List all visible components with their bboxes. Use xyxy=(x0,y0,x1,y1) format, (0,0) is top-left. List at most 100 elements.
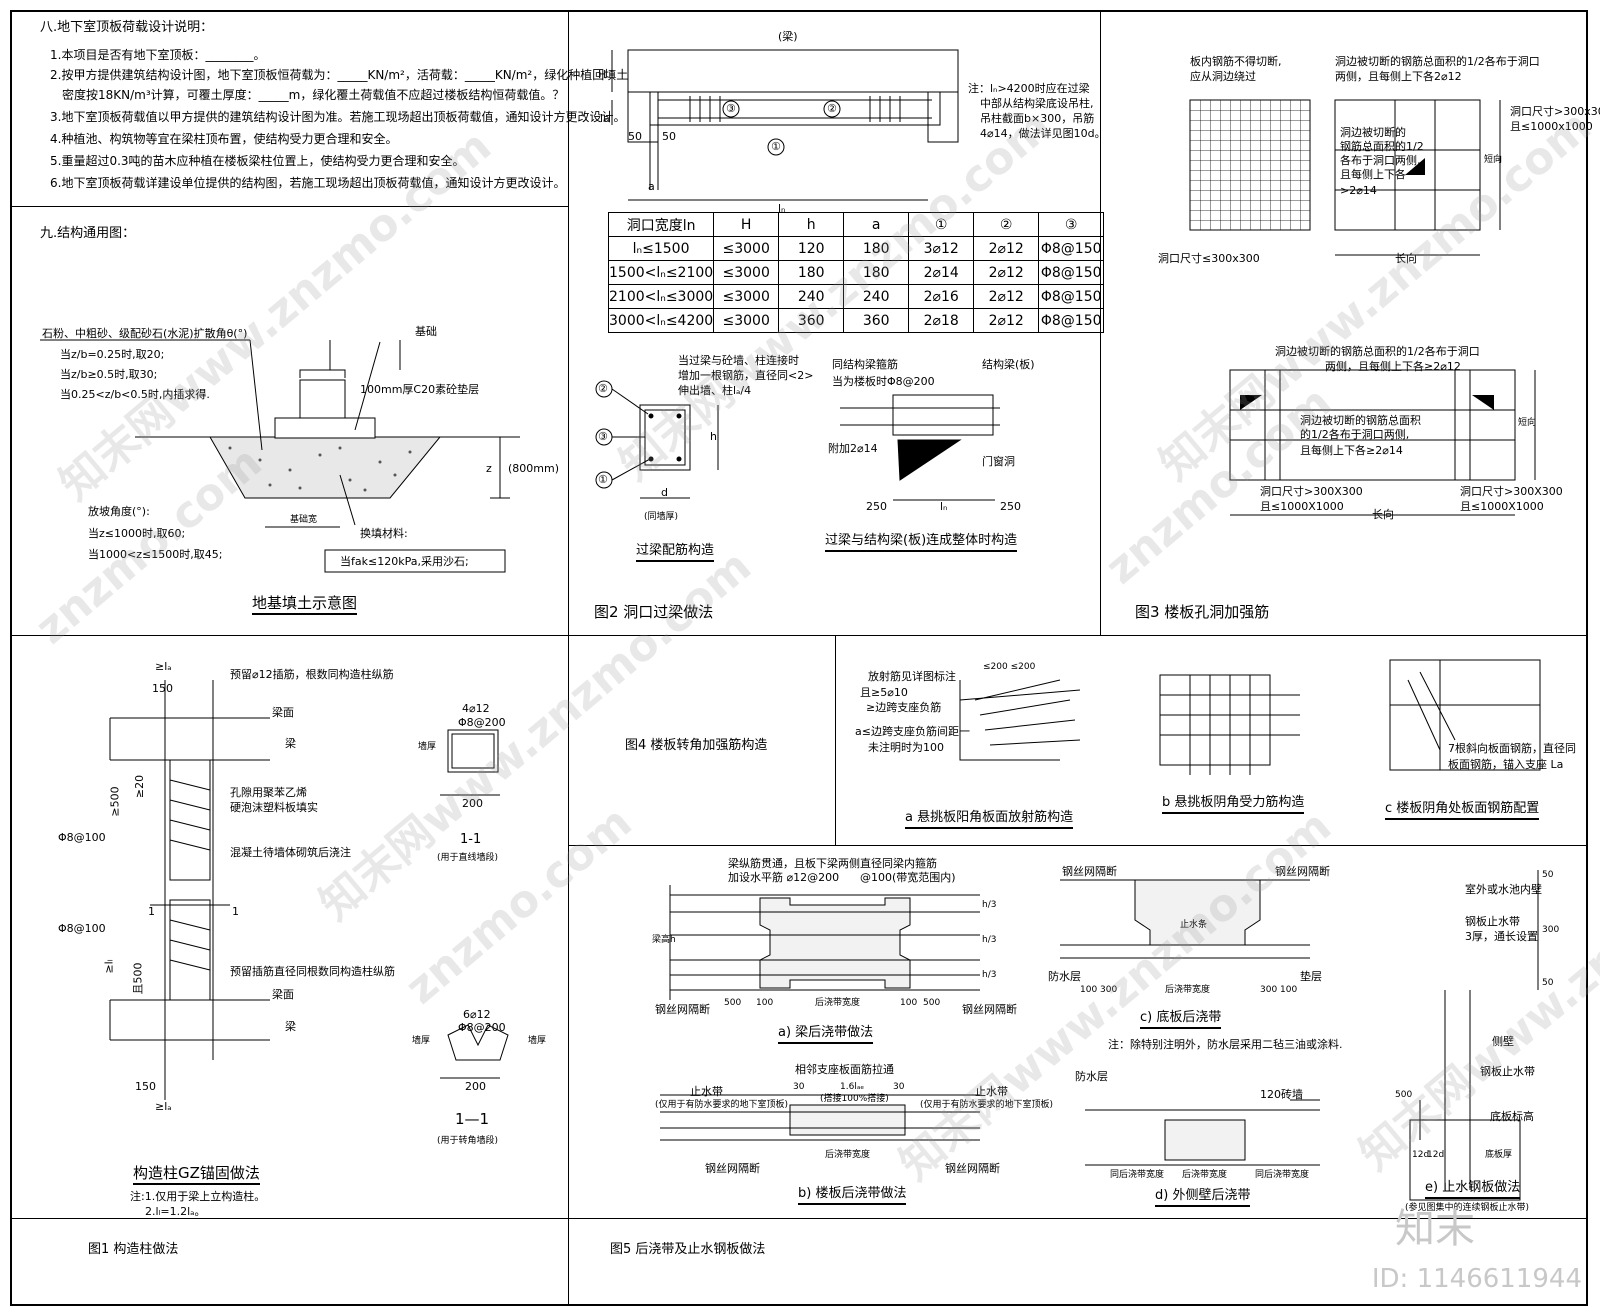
fig2-title: 图2 洞口过梁做法 xyxy=(594,603,714,621)
drawing-frame xyxy=(10,10,1588,1306)
lintel-note-3: 吊柱截面b×300，吊筋 xyxy=(980,112,1095,125)
table-header-row: 洞口宽度ln H h a ① ② ③ xyxy=(607,212,1105,237)
lintel-cont-add: 附加2⌀14 xyxy=(828,442,878,455)
notes-line-4: 4.种植池、构筑物等宜在梁柱顶布置，使结构受力更合理和安全。 xyxy=(50,132,398,146)
column-phi-2: Φ8@100 xyxy=(58,922,106,935)
postcast-c-stop: 止水条 xyxy=(1180,920,1208,930)
postcast-c-dims-right: 300 100 xyxy=(1260,985,1298,995)
lintel-sec-note-1: 当过梁与砼墙、柱连接时 xyxy=(678,354,799,367)
table-cell: Φ8@150 xyxy=(1038,236,1105,261)
corner-c-2: 板面钢筋，锚入支座 La xyxy=(1448,758,1564,771)
corner-b-title: b 悬挑板阴角受力筋构造 xyxy=(1162,795,1305,814)
waterstop-50-top: 50 xyxy=(1542,870,1554,880)
column-dowel2-note: 预留插筋直径同根数同构造柱纵筋 xyxy=(230,965,395,978)
divider-v1 xyxy=(568,10,569,1306)
column-note-1: 注:1.仅用于梁上立构造柱。 xyxy=(130,1190,266,1203)
lintel-sec-title: 过梁配筋构造 xyxy=(636,543,715,562)
hole-bottom-6: 洞口尺寸>300X300 xyxy=(1260,485,1363,498)
postcast-a-note-3: 直径同梁内箍筋 xyxy=(860,857,937,870)
table-cell: 2100<lₙ≤3000 xyxy=(607,284,715,309)
postcast-b-note: 相邻支座板面筋拉通 xyxy=(795,1063,894,1076)
corner-a-1: 放射筋见详图标注 xyxy=(868,670,956,683)
hole-right-4: 且≤1000x1000 xyxy=(1510,120,1593,133)
column-beam-top: 梁 xyxy=(285,737,296,750)
lintel-cont-250a: 250 xyxy=(866,500,887,513)
waterstop-thickness: 底板厚 xyxy=(1485,1150,1513,1160)
corner-c-title: c 楼板阴角处板面钢筋配置 xyxy=(1385,801,1540,820)
foundation-width-label: 基础宽 xyxy=(290,515,318,525)
table-cell: 180 xyxy=(843,260,910,285)
postcast-a-title: a) 梁后浇带做法 xyxy=(778,1025,874,1044)
hole-long-label: 长向 xyxy=(1395,252,1417,265)
table-cell: Φ8@150 xyxy=(1038,308,1105,333)
corner-a-title: a 悬挑板阳角板面放射筋构造 xyxy=(905,810,1074,829)
hole-right-6: 钢筋总面积的1/2 xyxy=(1340,140,1424,153)
table-cell: 2⌀18 xyxy=(908,308,975,333)
foundation-slope-1: 当z≤1000时,取60; xyxy=(88,527,186,540)
foundation-zmm: (800mm) xyxy=(508,462,560,475)
lintel-beam-label: (梁) xyxy=(778,30,798,43)
table-cell: ≤3000 xyxy=(713,260,780,285)
table-cell: 360 xyxy=(843,308,910,333)
notes-line-3: 3.地下室顶板荷载值以甲方提供的建筑结构设计图为准。若施工现场超出顶板荷载值，通… xyxy=(50,110,626,124)
section9-heading: 九.结构通用图： xyxy=(40,226,136,241)
table-cell: Φ8@150 xyxy=(1038,260,1105,285)
postcast-c-note: 注：除特别注明外，防水层采用二毡三油或涂料. xyxy=(1108,1038,1343,1051)
column-beamface-bottom: 梁面 xyxy=(272,988,294,1001)
foundation-title: 地基填土示意图 xyxy=(252,596,358,615)
fig4-title: 图4 楼板转角加强筋构造 xyxy=(625,738,768,753)
table-cell: 240 xyxy=(843,284,910,309)
hole-bottom-5: 且每侧上下各≥2⌀14 xyxy=(1300,444,1403,457)
divider-h4 xyxy=(10,1218,568,1219)
lintel-sec-h: h xyxy=(710,430,717,443)
hole-bottom-long: 长向 xyxy=(1372,508,1394,521)
postcast-b-30-left: 30 xyxy=(793,1082,805,1092)
column-dowel-note: 预留⌀12插筋，根数同构造柱纵筋 xyxy=(230,668,394,681)
lintel-H: H xyxy=(598,68,607,81)
corner-a-3: ≥边跨支座负筋 xyxy=(866,701,942,714)
table-header-cell: ① xyxy=(908,212,975,237)
postcast-a-h3-2: h/3 xyxy=(982,935,997,945)
hole-right-3: 洞口尺寸>300x300 xyxy=(1510,105,1600,118)
column-phi-1: Φ8@100 xyxy=(58,831,106,844)
column-la-top: ≥lₐ xyxy=(155,660,172,673)
lintel-callout-1: ① xyxy=(771,140,781,153)
table-cell: 2⌀12 xyxy=(973,236,1040,261)
section12-stirrup: Φ8@200 xyxy=(458,1021,506,1034)
hole-bottom-1: 洞边被切断的钢筋总面积的1/2各布于洞口 xyxy=(1275,345,1480,358)
lintel-note-4: 4⌀14，做法详见图10d。 xyxy=(980,127,1106,140)
table-cell: 1500<lₙ≤2100 xyxy=(607,260,715,285)
section11-200: 200 xyxy=(462,797,483,810)
waterstop-plate: 钢板止水带 xyxy=(1480,1065,1535,1078)
column-sec-mark-left: 1 xyxy=(148,905,155,918)
section12-title: 1—1 xyxy=(455,1110,490,1128)
postcast-a-100-left: 100 xyxy=(756,998,774,1008)
corner-a-5: 未注明时为100 xyxy=(868,741,944,754)
table-cell: 2⌀12 xyxy=(973,284,1040,309)
postcast-b-lap: (搭接100%搭接) xyxy=(820,1094,889,1104)
hole-bottom-9: 且≤1000X1000 xyxy=(1460,500,1544,513)
table-header-cell: h xyxy=(778,212,845,237)
postcast-a-h3-3: h/3 xyxy=(982,970,997,980)
table-cell: 2⌀12 xyxy=(973,260,1040,285)
hole-bottom-8: 洞口尺寸>300X300 xyxy=(1460,485,1563,498)
table-cell: 180 xyxy=(843,236,910,261)
notes-line-2: 2.按甲方提供建筑结构设计图，地下室顶板恒荷载为：_____KN/m²，活荷载：… xyxy=(50,68,629,82)
lintel-sec-note-3: 伸出墙、柱lₐ/4 xyxy=(678,384,752,397)
table-row: 2100<lₙ≤3000 ≤3000 240 240 2⌀16 2⌀12 Φ8@… xyxy=(607,284,1105,309)
table-cell: Φ8@150 xyxy=(1038,284,1105,309)
postcast-a-mesh-left: 钢丝网隔断 xyxy=(655,1003,710,1016)
waterstop-side: 侧壁 xyxy=(1492,1035,1514,1048)
column-note-2: 2.lₗ=1.2lₐ。 xyxy=(145,1205,206,1218)
hole-right-2: 两侧，且每侧上下各2⌀12 xyxy=(1335,70,1462,83)
postcast-d-w2: 后浇带宽度 xyxy=(1182,1170,1228,1180)
section12-wall-right: 墙厚 xyxy=(528,1036,547,1046)
table-cell: ≤3000 xyxy=(713,284,780,309)
lintel-ln: lₙ xyxy=(778,202,786,215)
foundation-fak: 当fak≤120kPa,采用沙石; xyxy=(340,555,469,568)
column-la-bottom: ≥lₐ xyxy=(155,1100,172,1113)
table-row: lₙ≤1500 ≤3000 120 180 3⌀12 2⌀12 Φ8@150 xyxy=(607,236,1105,261)
hole-left-2: 应从洞边绕过 xyxy=(1190,70,1256,83)
column-beamface-top: 梁面 xyxy=(272,706,294,719)
waterstop-note-2: 钢板止水带 xyxy=(1465,915,1520,928)
